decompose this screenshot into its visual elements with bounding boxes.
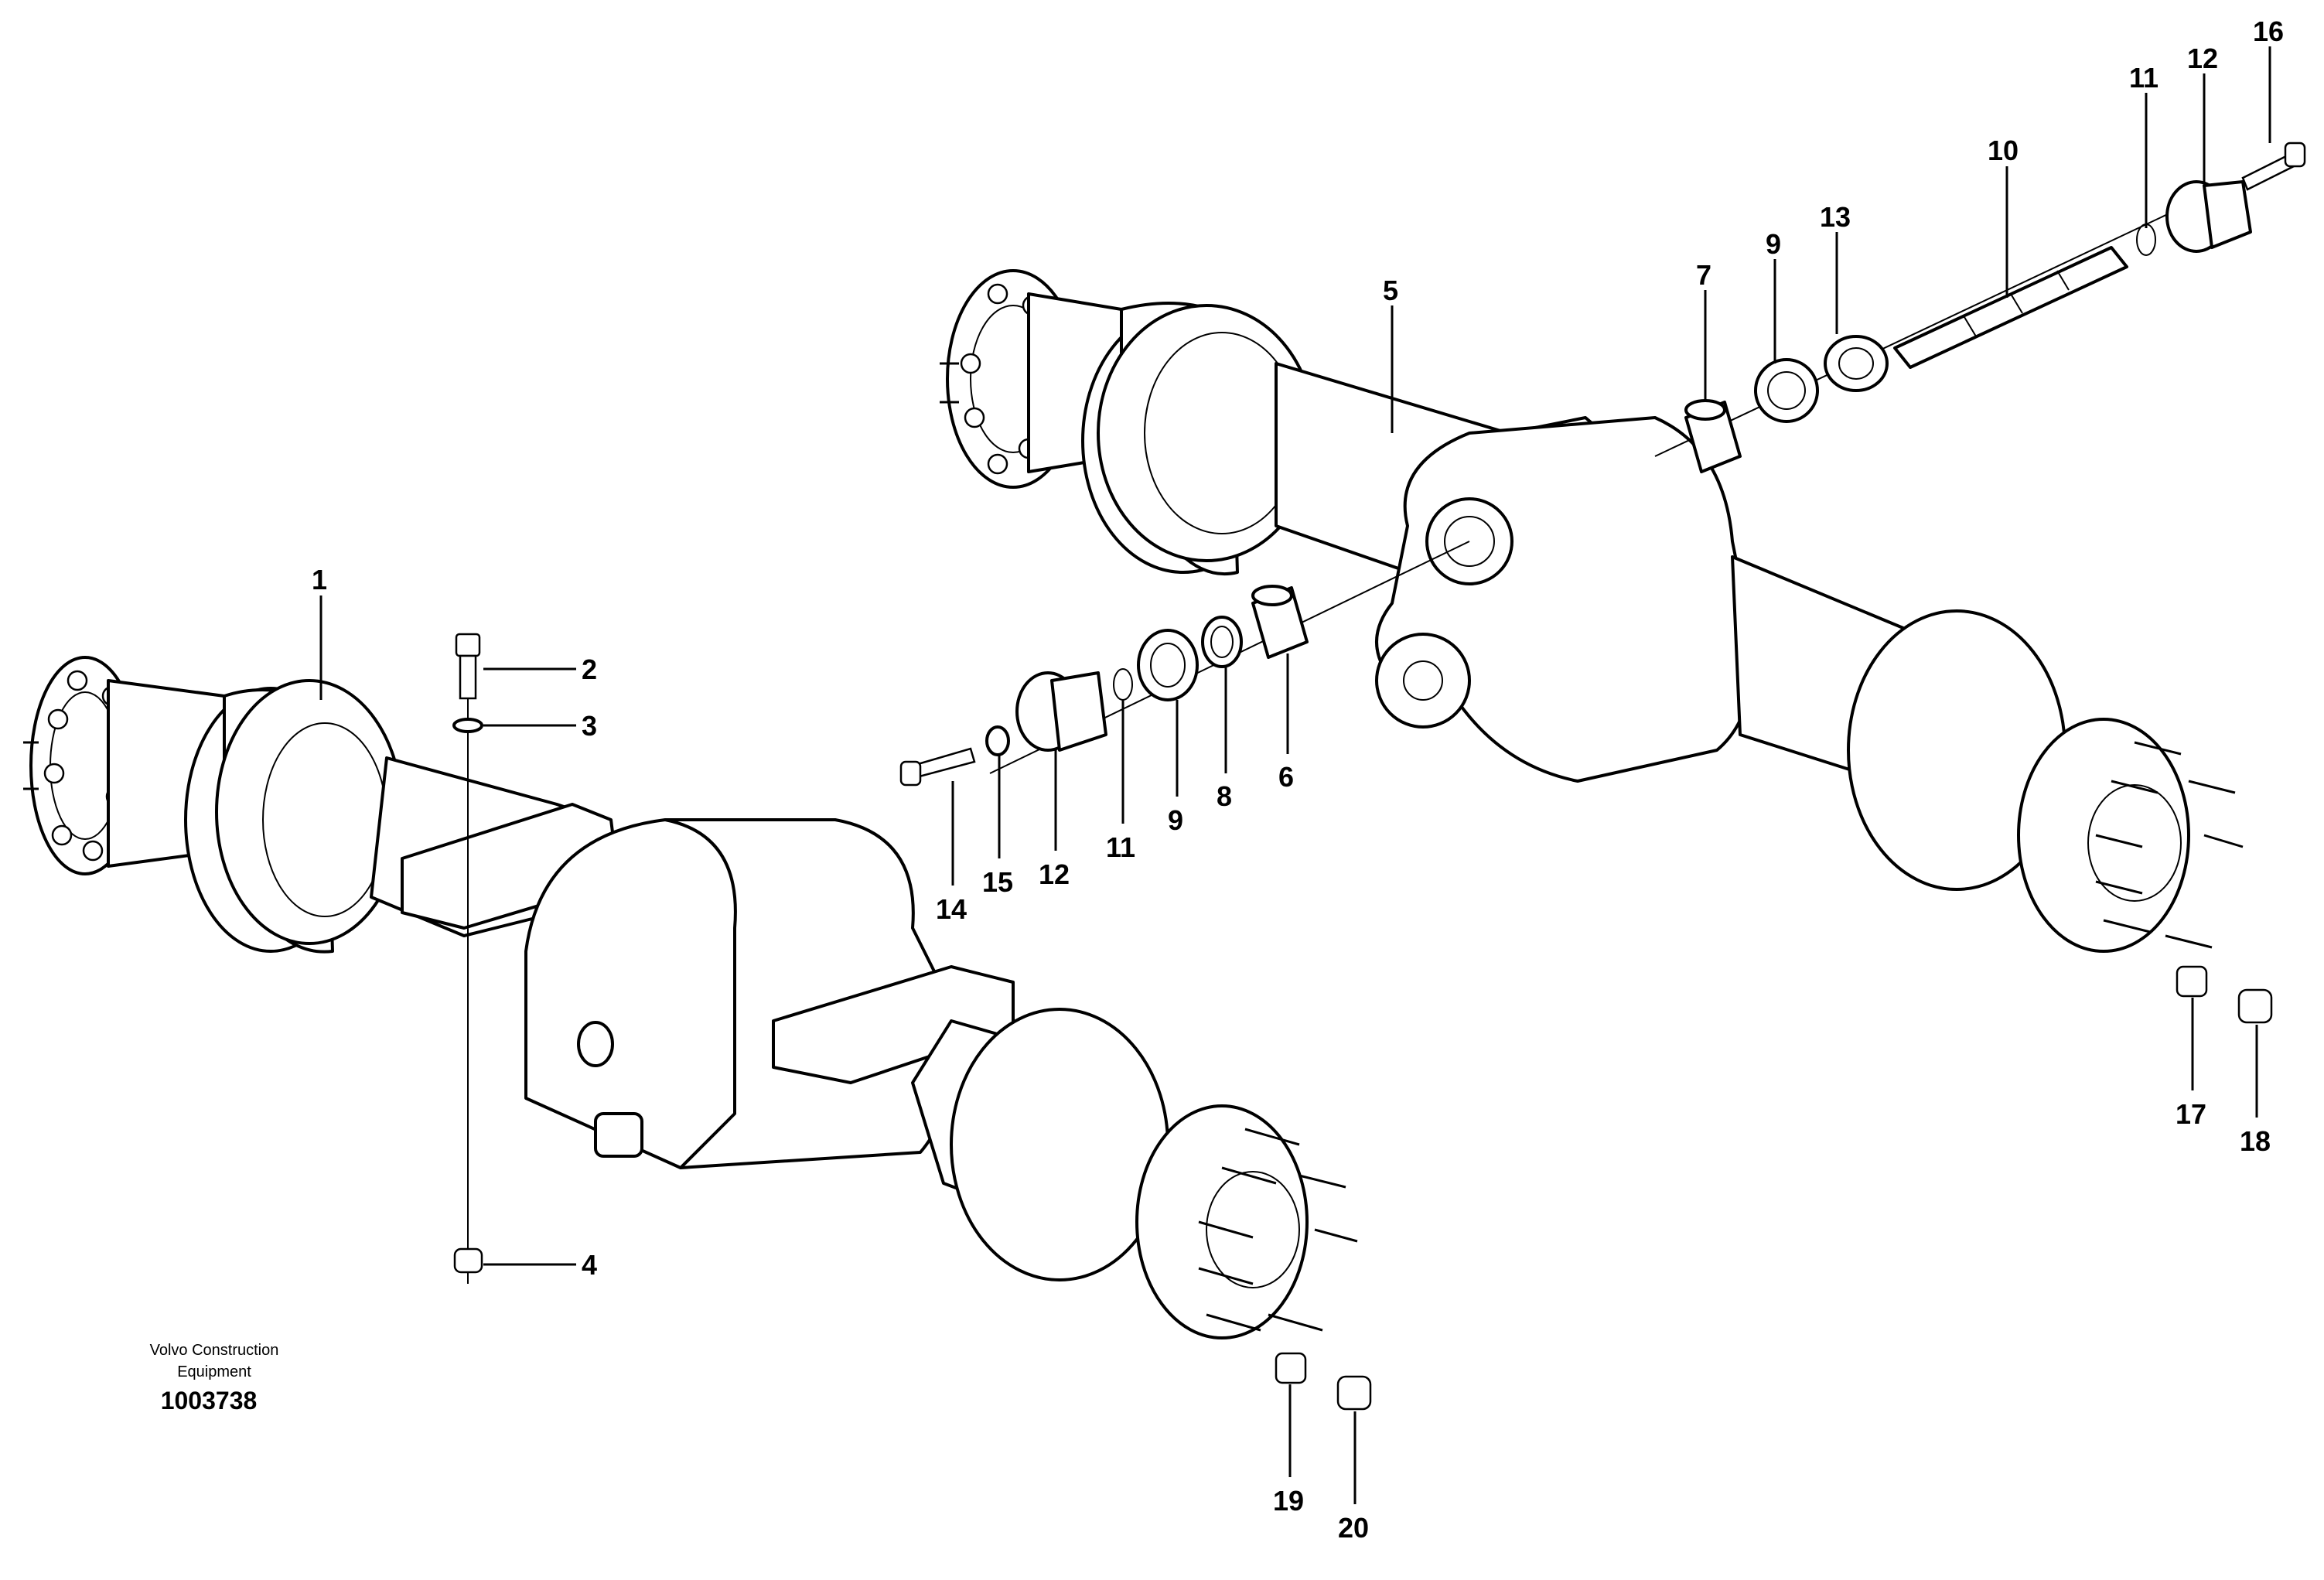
axle-housing-upper — [940, 269, 2244, 953]
publisher-credit: Volvo Construction Equipment 1003738 — [150, 1342, 279, 1414]
callout-labels: 1 2 3 4 5 6 7 8 9 9 10 11 11 12 12 13 14… — [312, 15, 2284, 1544]
callout-10: 10 — [1988, 135, 2019, 166]
wheel-studs-lower — [1198, 1128, 1358, 1332]
callout-8: 8 — [1217, 780, 1232, 812]
callout-15: 15 — [982, 866, 1013, 898]
callout-12-lower: 12 — [1039, 858, 1070, 890]
callout-11-upper: 11 — [2129, 62, 2158, 94]
axle-housing-lower — [23, 656, 1358, 1339]
callout-17: 17 — [2176, 1098, 2206, 1130]
callout-13: 13 — [1820, 201, 1851, 233]
callout-12-upper: 12 — [2187, 43, 2218, 74]
callout-1: 1 — [312, 564, 327, 595]
callout-9-upper: 9 — [1766, 228, 1781, 260]
callout-11-lower: 11 — [1106, 831, 1135, 863]
diagram-id: 1003738 — [161, 1387, 258, 1414]
callout-3: 3 — [582, 710, 597, 742]
callout-19: 19 — [1273, 1485, 1304, 1517]
callout-9-lower: 9 — [1168, 804, 1183, 836]
callout-20: 20 — [1338, 1512, 1369, 1544]
callout-18: 18 — [2240, 1125, 2271, 1157]
callout-16: 16 — [2253, 15, 2284, 47]
credit-line-2: Equipment — [177, 1363, 251, 1380]
exploded-parts — [452, 142, 2306, 1411]
wheel-studs-upper — [2095, 741, 2244, 949]
leader-lines — [319, 46, 2271, 1504]
credit-line-1: Volvo Construction — [150, 1342, 279, 1359]
callout-4: 4 — [582, 1249, 597, 1281]
callout-7: 7 — [1696, 259, 1711, 291]
callout-6: 6 — [1278, 761, 1294, 793]
callout-14: 14 — [936, 893, 967, 925]
callout-2: 2 — [582, 653, 597, 685]
callout-5: 5 — [1383, 275, 1398, 306]
